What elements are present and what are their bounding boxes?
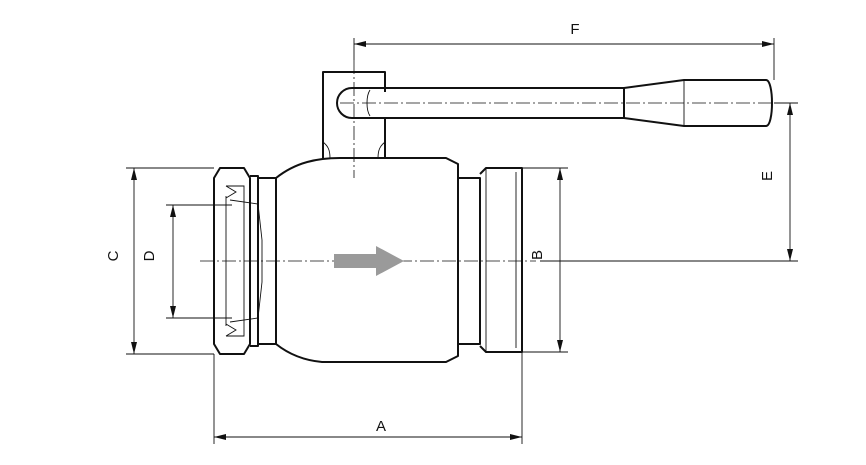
dimension-label-c: C (105, 250, 122, 261)
valve-body (275, 157, 468, 363)
dimension-label-d: D (141, 250, 158, 261)
dimension-b: B (522, 167, 568, 353)
dimension-d: D (141, 204, 232, 319)
dimension-label-e: E (759, 171, 776, 181)
dimension-c: C (105, 167, 214, 355)
dimension-e: E (540, 102, 798, 262)
dimension-f: F (353, 21, 775, 80)
dimension-label-a: A (376, 418, 386, 435)
dimension-label-f: F (570, 21, 579, 38)
right-threaded-end (468, 167, 523, 353)
dimension-label-b: B (529, 250, 546, 260)
flow-direction-arrow-icon (334, 246, 404, 276)
dimension-a: A (213, 352, 523, 444)
centerlines (200, 60, 786, 262)
